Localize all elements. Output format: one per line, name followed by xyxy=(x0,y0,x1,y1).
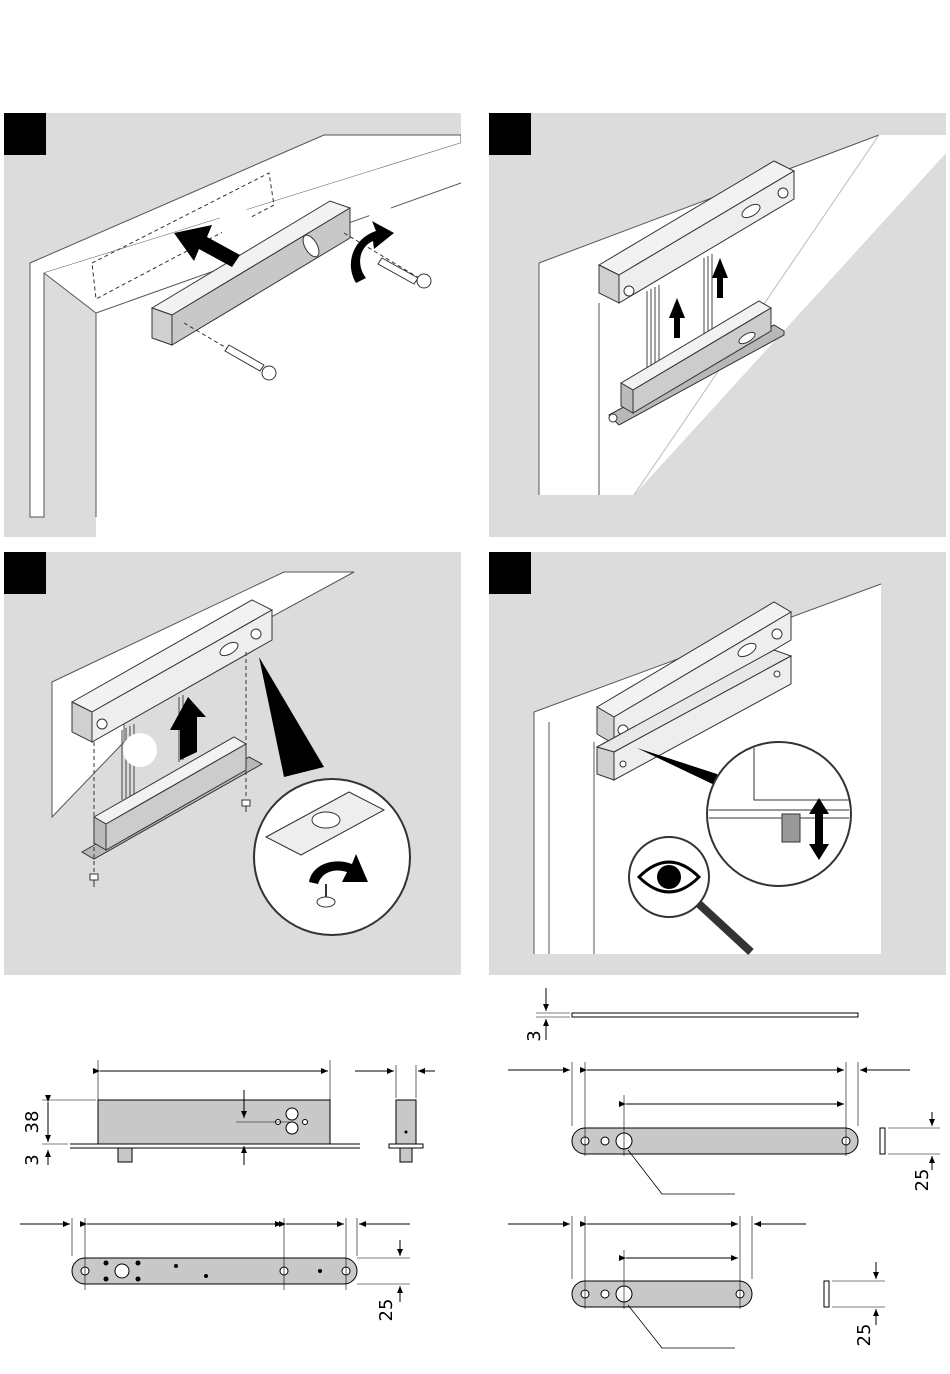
mounting-plate-long: 25 xyxy=(20,1218,410,1321)
detail-callout xyxy=(707,742,851,886)
dim-plate-thickness: 3 xyxy=(22,1154,43,1165)
step-2-panel xyxy=(489,113,946,537)
step-1-panel xyxy=(4,113,461,537)
step-4-illustration xyxy=(489,552,946,975)
step-3-panel xyxy=(4,552,461,975)
plate-edge-view: 3 xyxy=(524,988,858,1042)
dim-plate-width-bolt: 25 xyxy=(912,1169,933,1192)
mounting-plate-short: 25 xyxy=(508,1216,885,1348)
dim-plate-width-short: 25 xyxy=(854,1324,875,1347)
dim-plate-width-long: 25 xyxy=(376,1299,397,1322)
arrow-icon xyxy=(170,697,206,760)
strike-side-view: 38 3 xyxy=(22,1060,360,1166)
screw-icon xyxy=(242,800,250,812)
step-1-illustration xyxy=(4,113,461,537)
technical-drawings: 38 3 25 xyxy=(0,980,950,1374)
step-4-panel xyxy=(489,552,946,975)
step-2-illustration xyxy=(489,113,946,537)
dim-plate-thickness-top: 3 xyxy=(524,1030,545,1041)
screw-icon xyxy=(90,874,98,887)
step-3-illustration xyxy=(4,552,461,975)
mounting-plate-bolt: 25 xyxy=(508,1062,940,1194)
dim-strike-height: 38 xyxy=(22,1111,43,1134)
strike-end-view xyxy=(355,1065,435,1162)
